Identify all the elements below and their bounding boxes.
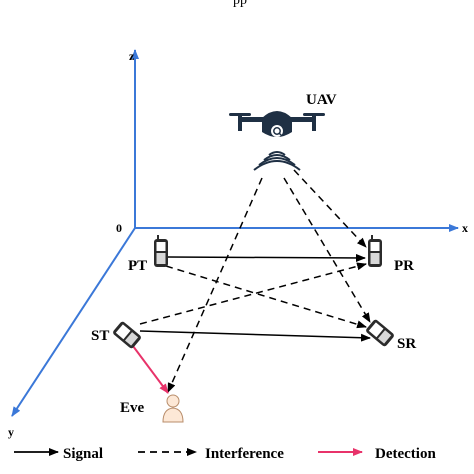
legend-signal-label: Signal <box>63 446 103 462</box>
eve-person-icon <box>162 394 184 423</box>
st-phone-icon <box>113 321 141 349</box>
uav-label: UAV <box>306 92 337 108</box>
pr-label: PR <box>394 258 414 274</box>
signal-pt-pr <box>167 253 366 262</box>
z-axis-label: z <box>129 49 135 63</box>
pr-phone-icon <box>368 235 382 267</box>
legend-detection-label: Detection <box>375 446 436 462</box>
signal-st-sr <box>139 330 371 342</box>
sr-label: SR <box>397 336 416 352</box>
legend-interference-label: Interference <box>205 446 284 462</box>
interference-st-pr <box>139 262 367 325</box>
pt-label: PT <box>128 258 147 274</box>
y-axis-label: y <box>8 425 14 439</box>
sr-phone-icon <box>366 319 394 347</box>
signal-links <box>139 253 371 342</box>
interference-uav-pr <box>293 169 367 248</box>
interference-uav-sr <box>283 177 371 323</box>
signal-wave-icon <box>253 151 301 171</box>
axes: z x y 0 <box>8 49 468 439</box>
pt-phone-icon <box>154 235 168 267</box>
uav-drone-icon <box>229 111 325 137</box>
x-axis-label: x <box>462 221 468 235</box>
legend: Signal Interference Detection <box>14 446 436 462</box>
eve-label: Eve <box>120 400 145 416</box>
detection-st-eve <box>129 341 169 394</box>
header-fragment: pp <box>233 0 247 8</box>
interference-pt-sr <box>165 265 367 329</box>
st-label: ST <box>91 328 109 344</box>
interference-links <box>139 169 371 393</box>
origin-label: 0 <box>116 221 122 235</box>
interference-uav-eve <box>167 177 263 393</box>
y-axis <box>11 227 136 417</box>
